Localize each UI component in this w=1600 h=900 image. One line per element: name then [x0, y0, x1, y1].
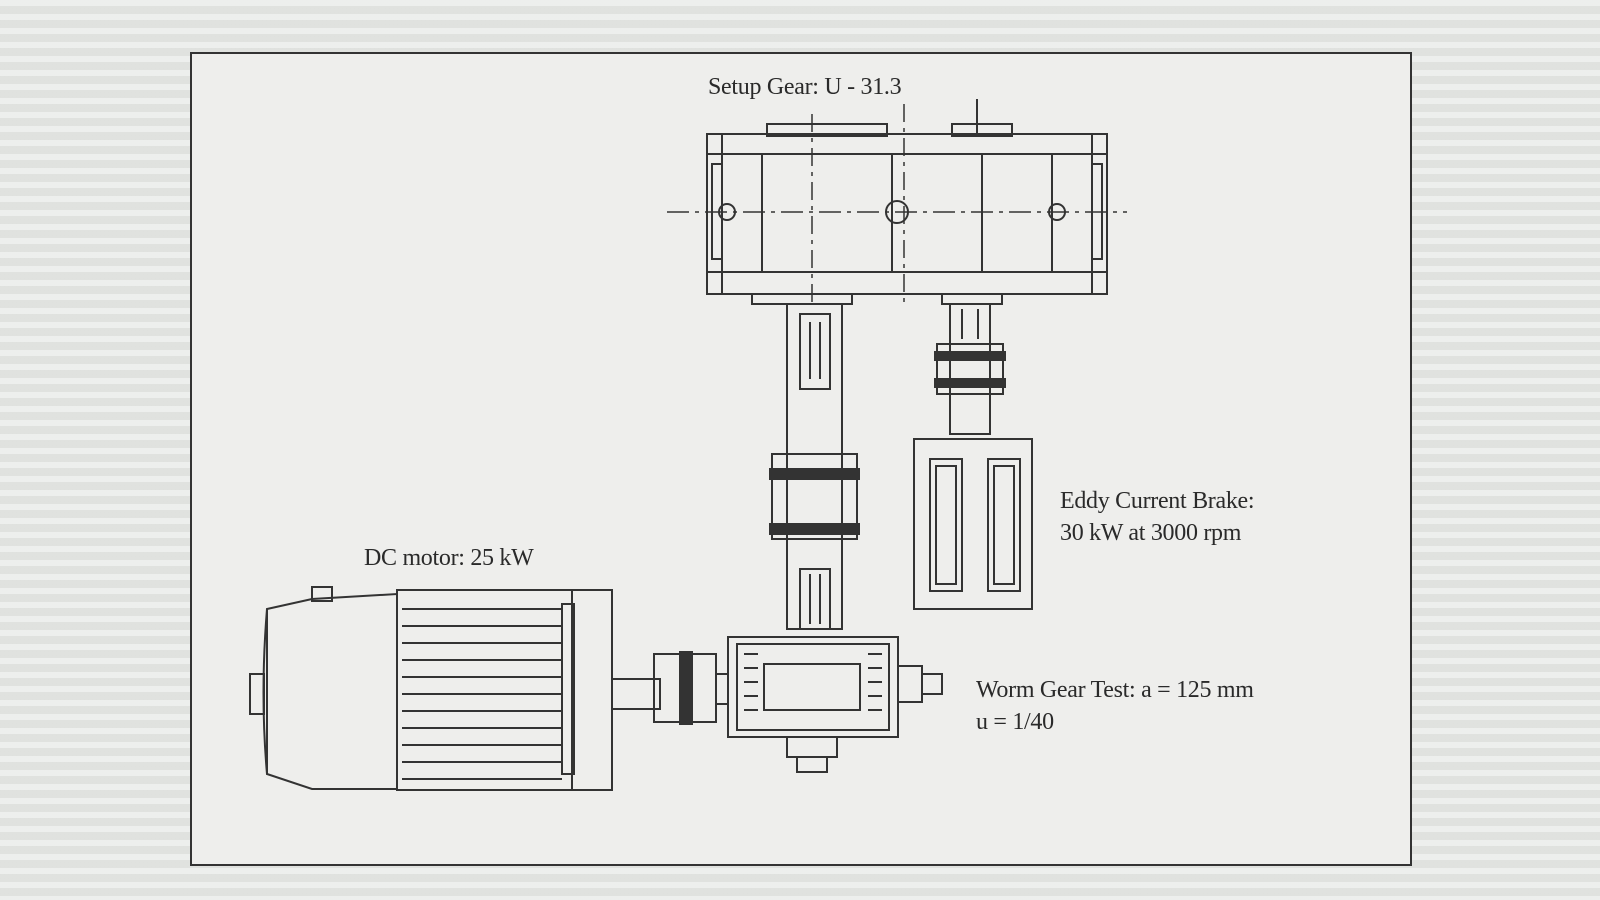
eddy-brake-label-line2: 30 kW at 3000 rpm: [1060, 520, 1242, 546]
dc-motor-label: DC motor: 25 kW: [364, 545, 534, 571]
worm-gear-test-box: [727, 636, 943, 773]
setup-gear-label: Setup Gear: U - 31.3: [708, 74, 902, 100]
test-rig-drawing: [249, 99, 1127, 791]
eddy-current-brake: [913, 438, 1033, 610]
setup-gear-housing: [667, 99, 1127, 305]
vertical-drive-shaft: [769, 303, 860, 630]
worm-gear-label-line2: u = 1/40: [976, 709, 1054, 735]
motor-coupling: [611, 651, 729, 725]
worm-gear-label-line1: Worm Gear Test: a = 125 mm: [976, 677, 1254, 703]
brake-shaft-coupling: [934, 303, 1006, 435]
diagram-frame: Setup Gear: U - 31.3 Eddy Current Brake:…: [190, 52, 1412, 866]
eddy-brake-label-line1: Eddy Current Brake:: [1060, 488, 1255, 514]
dc-motor: [249, 586, 613, 791]
